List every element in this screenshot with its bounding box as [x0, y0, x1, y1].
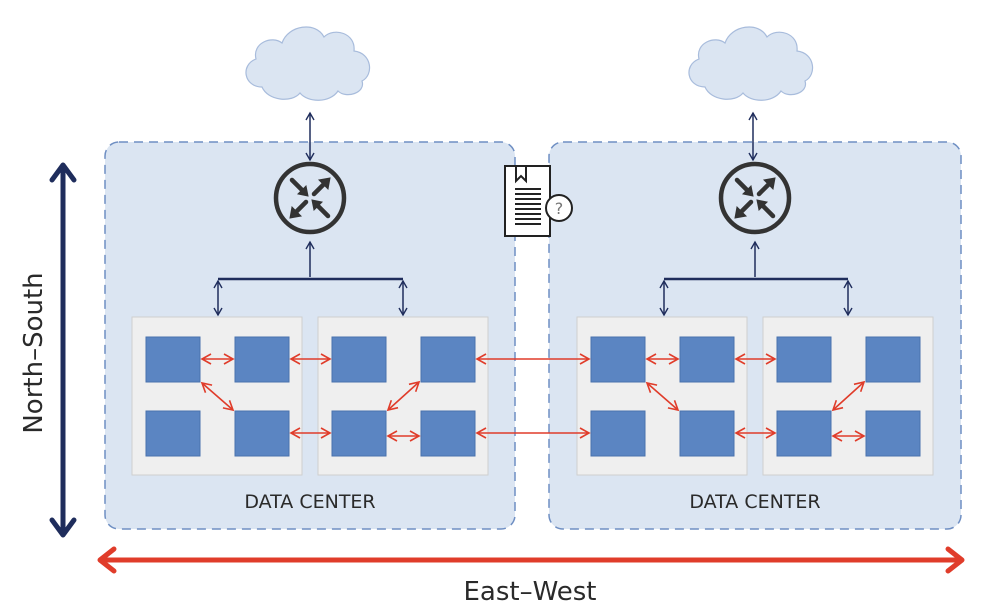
server: [145, 336, 201, 383]
server: [679, 410, 735, 457]
policy-document-question-icon: ?: [504, 165, 573, 237]
server: [420, 410, 476, 457]
router-icon: [276, 164, 344, 232]
datacenter-1: DATA CENTER: [104, 26, 516, 530]
server: [234, 410, 290, 457]
router-icon: [721, 164, 789, 232]
server: [145, 410, 201, 457]
server: [776, 410, 832, 457]
datacenter-label: DATA CENTER: [244, 491, 375, 513]
question-mark-icon: ?: [555, 199, 564, 218]
datacenter-2: DATA CENTER: [548, 26, 962, 530]
cloud-icon: [688, 26, 814, 101]
server: [865, 336, 921, 383]
server: [590, 336, 646, 383]
north-south-label: North–South: [19, 272, 49, 433]
server: [331, 336, 387, 383]
server: [331, 410, 387, 457]
server: [865, 410, 921, 457]
north-south-axis: North–South: [19, 162, 77, 538]
server: [776, 336, 832, 383]
east-west-axis: East–West: [97, 546, 965, 607]
server: [679, 336, 735, 383]
cloud-icon: [245, 26, 371, 101]
inter-datacenter-links: [475, 353, 591, 439]
server: [590, 410, 646, 457]
server: [234, 336, 290, 383]
east-west-links: [645, 353, 866, 442]
datacenter-label: DATA CENTER: [689, 491, 820, 513]
east-west-label: East–West: [463, 577, 596, 607]
east-west-links: [200, 353, 421, 442]
server: [420, 336, 476, 383]
